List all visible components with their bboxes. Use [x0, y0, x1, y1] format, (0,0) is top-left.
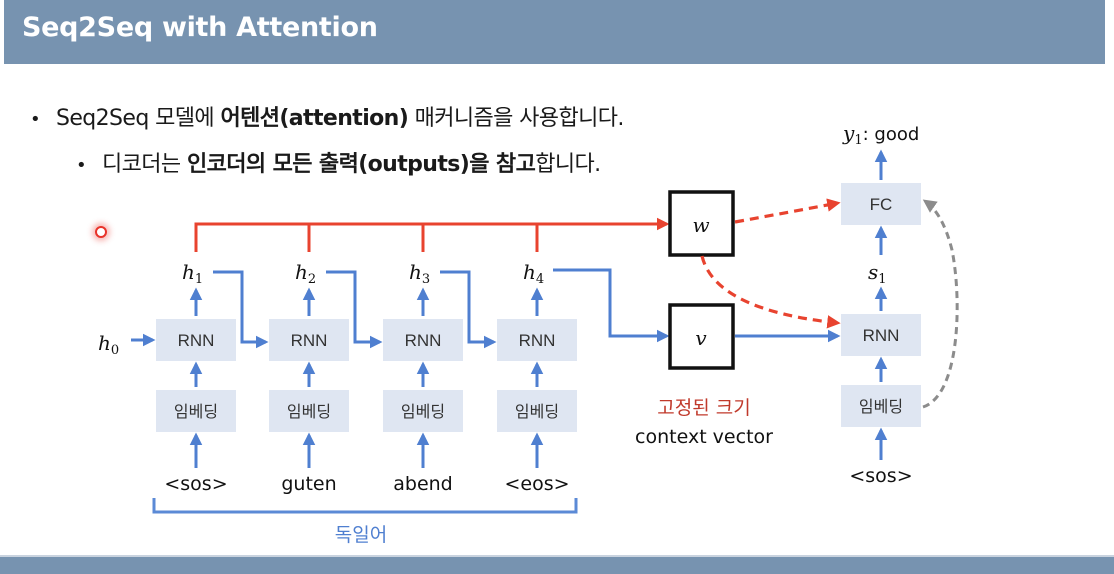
attention-bus — [194, 217, 670, 252]
initial-state-label: h0 — [98, 331, 119, 358]
rnn-label: RNN — [405, 331, 442, 350]
embedding-label: 임베딩 — [401, 402, 445, 421]
rnn-label: RNN — [178, 331, 215, 350]
svg-text:w: w — [692, 213, 709, 237]
encoder-cell-2: RNN 임베딩 guten h2 — [269, 260, 349, 495]
svg-text:v: v — [695, 326, 707, 350]
embedding-label: 임베딩 — [287, 402, 331, 421]
bullet-1-text-a: Seq2Seq 모델에 — [56, 106, 221, 131]
decoder-state-label: s1 — [868, 260, 887, 287]
rnn-box — [497, 319, 577, 361]
decoder: y1: good FC s1 RNN 임베딩 <sos> — [841, 121, 921, 487]
rnn-label: RNN — [291, 331, 328, 350]
laser-pointer-icon — [95, 226, 107, 238]
input-token: <eos> — [504, 473, 569, 495]
encoder-cell-4: RNN 임베딩 <eos> h4 — [497, 260, 577, 495]
rnn-label: RNN — [519, 331, 556, 350]
context-vector-caption: context vector — [635, 426, 773, 448]
language-label: 독일어 — [335, 524, 387, 546]
input-token: guten — [281, 473, 336, 495]
context-vector-box: v — [668, 303, 735, 370]
bullet-2-text-c: 합니다. — [535, 152, 601, 177]
decoder-embedding-label: 임베딩 — [859, 397, 903, 416]
encoder-cell-3: RNN 임베딩 abend h3 — [383, 260, 463, 495]
encoder-flow-arrows — [131, 268, 670, 468]
bullet-2-text-bold: 인코더의 모든 출력(outputs)을 참고 — [186, 152, 536, 177]
attention-dashed-arrows — [700, 198, 841, 329]
bullet-1-text-c: 매커니즘을 사용합니다. — [408, 106, 625, 131]
hidden-state-label: h4 — [523, 260, 544, 287]
decoder-rnn-label: RNN — [863, 326, 900, 345]
embedding-box — [156, 390, 236, 432]
fixed-size-caption: 고정된 크기 — [657, 397, 750, 419]
slide-title: Seq2Seq with Attention — [22, 12, 378, 43]
input-token: <sos> — [164, 473, 227, 495]
slide-header: Seq2Seq with Attention — [4, 0, 1105, 64]
decoder-rnn-box — [841, 314, 921, 356]
decoder-embedding-box — [841, 385, 921, 427]
attention-weight-box: w — [668, 190, 735, 257]
hidden-state-label: h2 — [295, 260, 316, 287]
fc-label: FC — [870, 195, 893, 214]
encoder-input-bracket — [152, 498, 578, 514]
bullet-1-text-bold: 어텐션(attention) — [220, 106, 409, 131]
encoder-cell-1: RNN 임베딩 <sos> h1 — [156, 260, 236, 495]
bullet-2-text-a: 디코더는 — [102, 152, 187, 177]
rnn-box — [156, 319, 236, 361]
embedding-box — [269, 390, 349, 432]
embedding-label: 임베딩 — [515, 402, 559, 421]
feedback-dashed-arrow — [922, 199, 959, 409]
input-token: abend — [393, 473, 453, 495]
bullet-point-2: • 디코더는 인코더의 모든 출력(outputs)을 참고합니다. — [76, 146, 601, 178]
slide-footer — [0, 555, 1114, 574]
fc-box — [841, 183, 921, 225]
bullet-point-1: • Seq2Seq 모델에 어텐션(attention) 매커니즘을 사용합니다. — [30, 100, 624, 132]
embedding-label: 임베딩 — [174, 402, 218, 421]
bullet-icon: • — [30, 109, 41, 130]
rnn-box — [269, 319, 349, 361]
rnn-box — [383, 319, 463, 361]
hidden-state-label: h1 — [182, 260, 203, 287]
embedding-box — [497, 390, 577, 432]
decoder-output-label: y1: good — [842, 121, 919, 148]
decoder-input-token: <sos> — [849, 465, 912, 487]
embedding-box — [383, 390, 463, 432]
bullet-icon: • — [76, 155, 87, 176]
hidden-state-label: h3 — [409, 260, 430, 287]
